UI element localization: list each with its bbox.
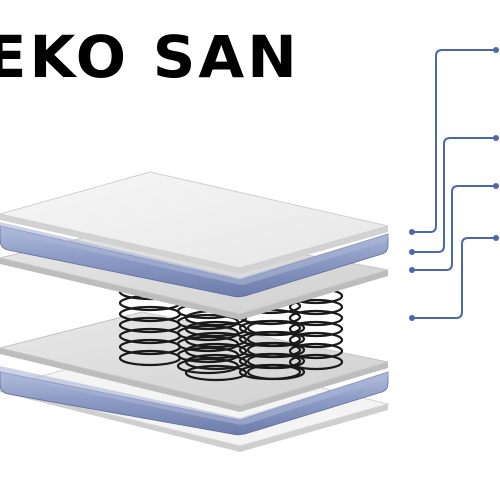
brand-title: EKO SAN [0, 23, 300, 91]
callout-lines [409, 47, 499, 321]
top-block [0, 171, 389, 320]
callout-3 [409, 183, 499, 273]
top-foam-layer [0, 222, 389, 298]
callout-1 [409, 47, 499, 235]
callout-2 [409, 135, 499, 255]
callout-4 [409, 235, 499, 321]
spring-coil [246, 319, 306, 381]
spring-coil [288, 287, 344, 371]
bottom-foam-layer [0, 366, 389, 436]
top-cover-layer [0, 171, 389, 274]
